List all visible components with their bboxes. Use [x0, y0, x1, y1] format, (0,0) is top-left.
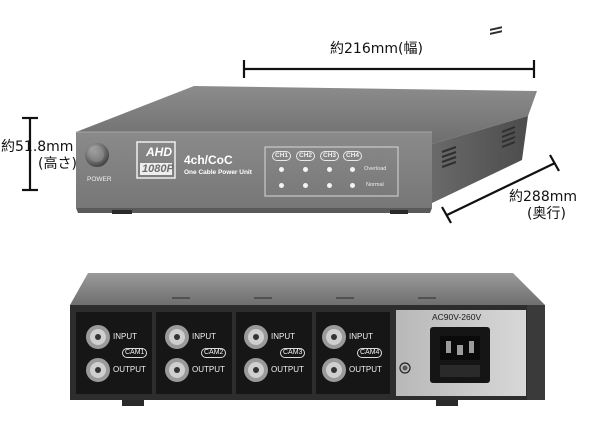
channel-tag-1: CH1: [272, 151, 292, 161]
height-dimension-value: 約51.8mm: [1, 139, 74, 155]
front-unit-top: [76, 86, 537, 144]
model-subtitle: One Cable Power Unit: [184, 169, 252, 176]
overload-row-label: Overload: [364, 166, 387, 172]
bnc-connector: [322, 358, 346, 382]
output-label-3: OUTPUT: [271, 365, 304, 374]
camera-tag-3: CAM3: [280, 348, 306, 358]
channel-frame: [264, 146, 399, 197]
badge-top-text: AHD: [146, 145, 172, 159]
height-dimension-label: (高さ): [38, 156, 77, 172]
module-3: [236, 312, 312, 394]
normal-led-2: [303, 183, 308, 188]
input-label-4: INPUT: [349, 332, 373, 341]
overload-led-1: [279, 167, 284, 172]
module-1: [76, 312, 152, 394]
output-label-1: OUTPUT: [113, 365, 146, 374]
power-spec-label: AC90V-260V: [432, 312, 482, 322]
badge-bottom-text: 1080P: [142, 163, 174, 175]
model-title: 4ch/CoC: [184, 153, 233, 167]
depth-dimension-label: (奥行): [527, 206, 566, 222]
input-label-2: INPUT: [192, 332, 216, 341]
front-panel: [76, 132, 432, 208]
channel-tag-2: CH2: [296, 151, 316, 161]
resolution-badge: [136, 141, 176, 179]
normal-row-label: Normal: [366, 182, 384, 188]
ground-screw: [399, 362, 411, 374]
bnc-connector: [244, 358, 268, 382]
bnc-connectors: [86, 325, 346, 382]
output-label-2: OUTPUT: [192, 365, 225, 374]
normal-led-4: [350, 183, 355, 188]
bnc-connector: [86, 325, 110, 349]
bnc-connector: [244, 325, 268, 349]
module-2: [156, 312, 232, 394]
normal-led-1: [279, 183, 284, 188]
normal-led-3: [327, 183, 332, 188]
overload-led-2: [303, 167, 308, 172]
bnc-connector: [322, 325, 346, 349]
overload-led-4: [350, 167, 355, 172]
bnc-connector: [86, 358, 110, 382]
camera-tag-4: CAM4: [357, 348, 383, 358]
output-label-4: OUTPUT: [349, 365, 382, 374]
input-label-1: INPUT: [113, 332, 137, 341]
channel-tag-4: CH4: [343, 151, 363, 161]
overload-led-3: [327, 167, 332, 172]
bnc-connector: [165, 325, 189, 349]
camera-tag-1: CAM1: [122, 348, 148, 358]
power-label: POWER: [87, 176, 112, 183]
bnc-connector: [165, 358, 189, 382]
rear-unit-top: [70, 273, 545, 305]
front-unit-side: [430, 116, 528, 204]
width-dimension-label: 約216mm(幅): [330, 41, 423, 57]
depth-dimension-value: 約288mm: [509, 189, 577, 205]
input-label-3: INPUT: [271, 332, 295, 341]
camera-tag-2: CAM2: [201, 348, 227, 358]
channel-tag-3: CH3: [320, 151, 340, 161]
